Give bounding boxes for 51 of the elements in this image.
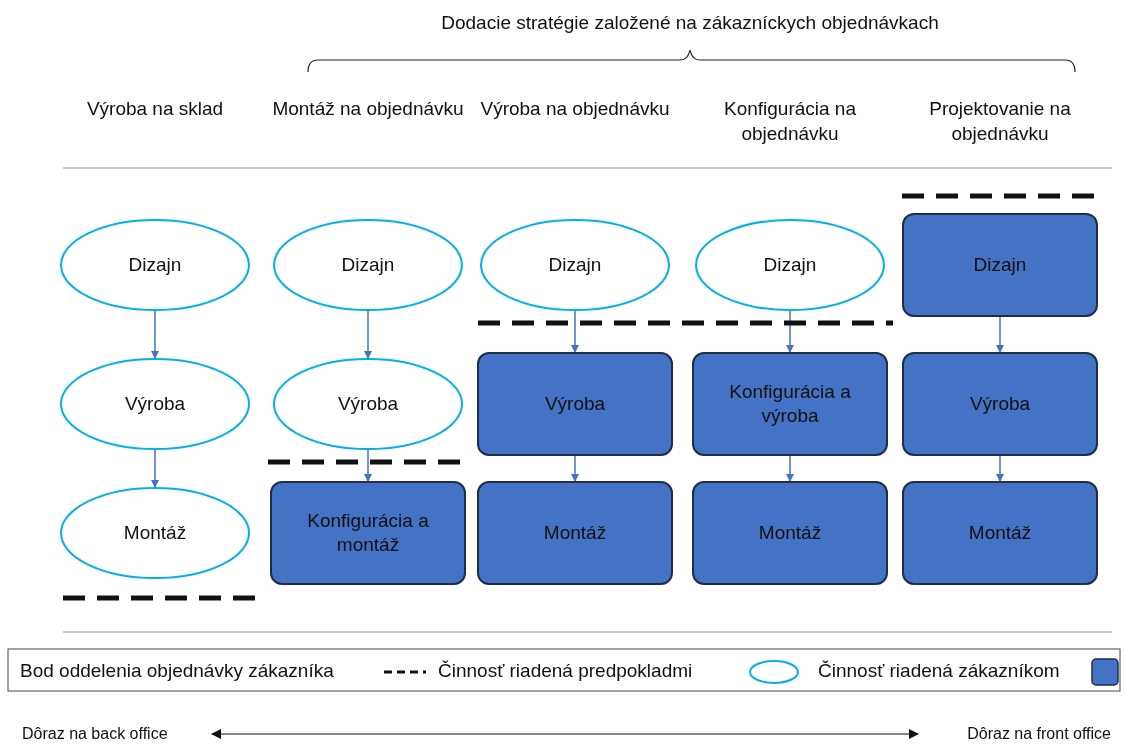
activity-box: [270, 481, 466, 585]
arrow: [151, 449, 159, 488]
legend-text: Činnosť riadená zákazníkom: [818, 659, 1060, 683]
activity-label: Výroba: [543, 392, 607, 416]
axis-label: Dôraz na front office: [967, 724, 1111, 744]
arrow: [151, 310, 159, 359]
arrow: [364, 310, 372, 359]
activity-box: [902, 352, 1098, 456]
diagram-title: Dodacie stratégie založené na zákazníckych objednávkach: [440, 11, 940, 35]
activity-ellipse: [695, 219, 885, 311]
activity-box: [902, 481, 1098, 585]
activity-ellipse: [60, 358, 250, 450]
column-header: Konfigurácia na objednávku: [722, 97, 857, 146]
activity-box: [902, 213, 1098, 317]
legend-text: Činnosť riadená predpokladmi: [438, 659, 693, 683]
column-header: Montáž na objednávku: [271, 97, 465, 121]
column-header: Výroba na objednávku: [479, 97, 671, 121]
activity-ellipse: [273, 358, 463, 450]
arrow: [786, 310, 794, 353]
activity-label: Montáž: [122, 521, 188, 545]
activity-label: Dizajn: [127, 253, 183, 277]
activity-label: Výroba: [968, 392, 1032, 416]
axis-label: Dôraz na back office: [22, 724, 168, 744]
activity-label: Montáž: [542, 521, 608, 545]
column-header: Výroba na sklad: [85, 97, 225, 121]
activity-ellipse: [60, 219, 250, 311]
activity-label: Montáž: [967, 521, 1033, 545]
arrow: [786, 455, 794, 482]
arrow: [571, 455, 579, 482]
activity-label: Montáž: [757, 521, 823, 545]
activity-box: [692, 481, 888, 585]
activity-label: Výroba: [123, 392, 187, 416]
activity-box: [477, 352, 673, 456]
activity-label: Dizajn: [340, 253, 396, 277]
activity-box: [477, 481, 673, 585]
arrow: [364, 449, 372, 482]
activity-label: Konfigurácia a montáž: [306, 509, 430, 557]
activity-ellipse: [60, 487, 250, 579]
activity-label: Dizajn: [547, 253, 603, 277]
arrow: [571, 310, 579, 353]
activity-label: Konfigurácia a výroba: [728, 380, 852, 428]
column-header: Projektovanie na objednávku: [928, 97, 1072, 146]
activity-ellipse: [480, 219, 670, 311]
arrow: [996, 455, 1004, 482]
activity-ellipse: [273, 219, 463, 311]
activity-label: Dizajn: [972, 253, 1028, 277]
activity-label: Výroba: [336, 392, 400, 416]
arrow: [996, 316, 1004, 353]
activity-label: Dizajn: [762, 253, 818, 277]
activity-box: [692, 352, 888, 456]
legend-text: Bod oddelenia objednávky zákazníka: [20, 659, 334, 683]
